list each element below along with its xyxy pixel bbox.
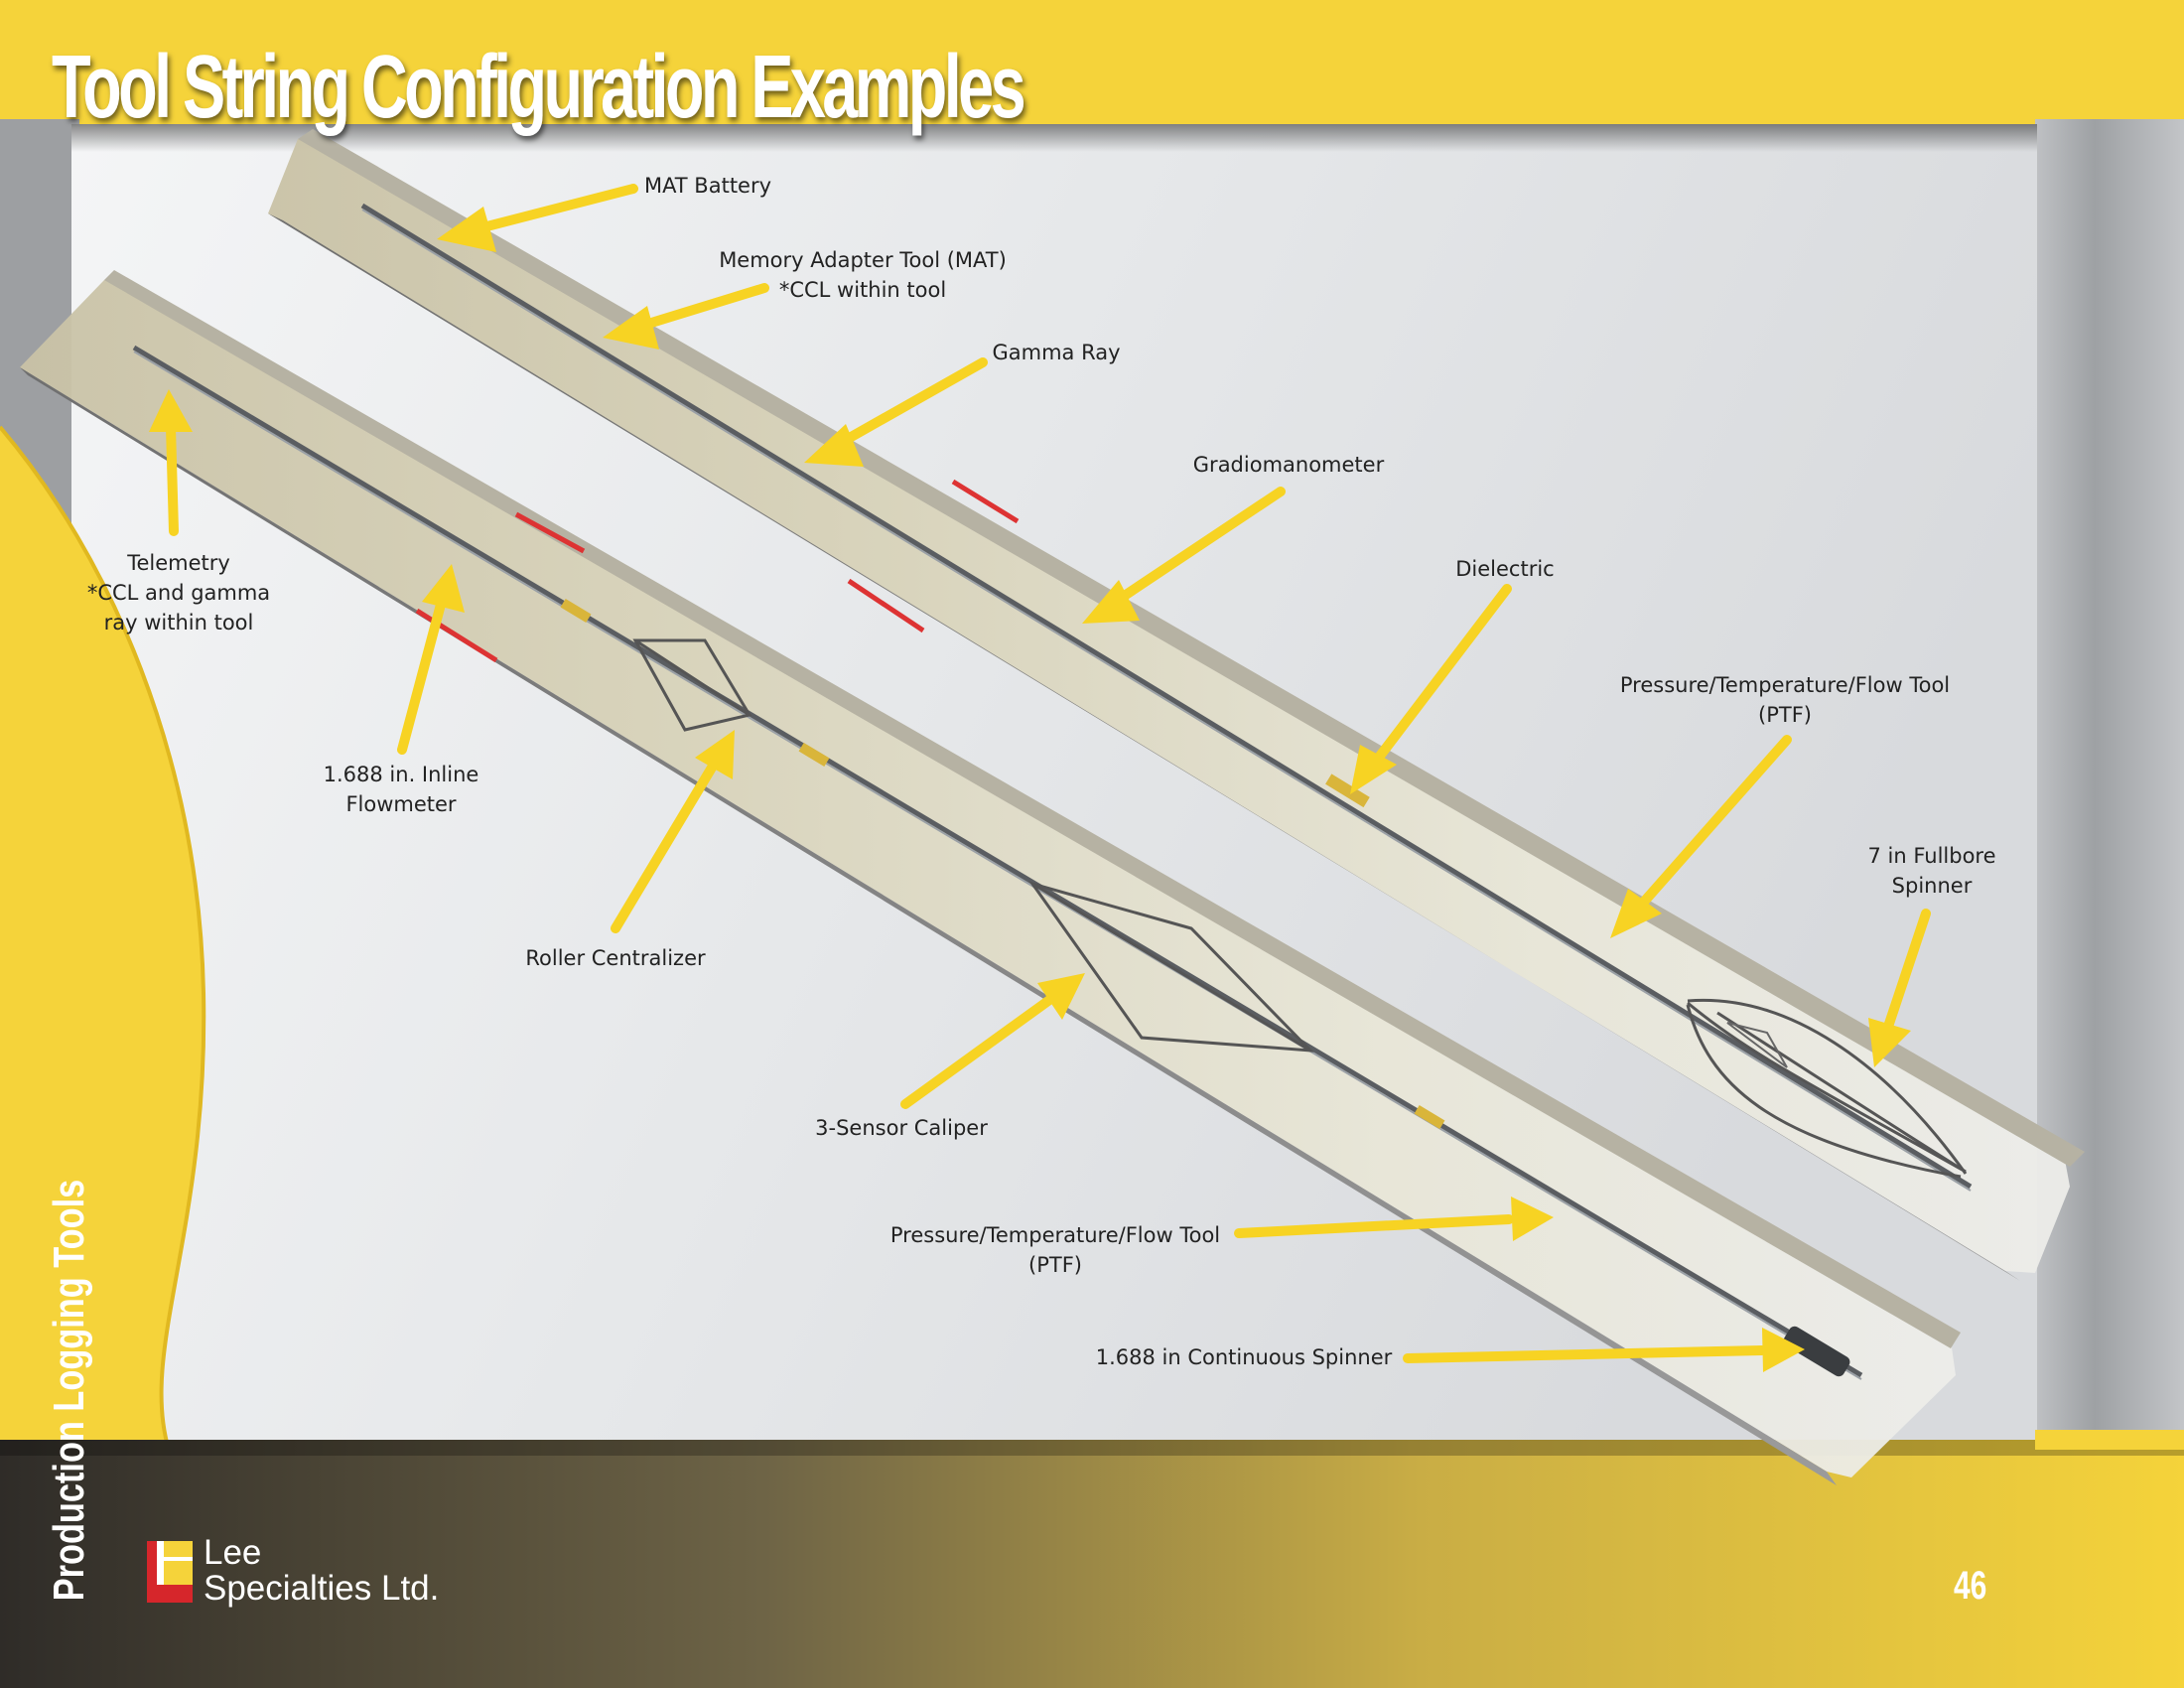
callout-line: MAT Battery (643, 174, 772, 198)
callout-roller-centralizer: Roller Centralizer (357, 943, 874, 973)
callout-line: (PTF) (1028, 1253, 1082, 1277)
callout-line: 3-Sensor Caliper (815, 1116, 988, 1140)
brand-name: Lee Specialties Ltd. (204, 1535, 439, 1607)
callout-line: Roller Centralizer (525, 946, 706, 970)
lee-logo-icon (147, 1541, 193, 1603)
callout-line: Memory Adapter Tool (MAT) (719, 248, 1007, 272)
callout-line: Pressure/Temperature/Flow Tool (889, 1223, 1221, 1247)
callout-line: Dielectric (1455, 557, 1555, 581)
callout-line: *CCL within tool (778, 278, 947, 302)
callout-line: 1.688 in Continuous Spinner (1095, 1345, 1393, 1369)
callout-memory-adapter-tool: Memory Adapter Tool (MAT) *CCL within too… (605, 245, 1121, 305)
callout-line: (PTF) (1758, 703, 1812, 727)
callout-continuous-spinner: 1.688 in Continuous Spinner (986, 1342, 1502, 1372)
callout-line: Telemetry (127, 551, 230, 575)
callout-line: 1.688 in. Inline (323, 763, 479, 786)
callout-arrows (149, 184, 1931, 1372)
callout-dielectric: Dielectric (1247, 554, 1763, 584)
callout-mat-battery: MAT Battery (450, 171, 966, 201)
page-title: Tool String Configuration Examples (52, 38, 1026, 137)
callout-telemetry: Telemetry *CCL and gamma ray within tool (0, 548, 437, 637)
section-label: Production Logging Tools (45, 1179, 93, 1602)
callout-gradiomanometer: Gradiomanometer (1030, 450, 1547, 480)
callout-line: *CCL and gamma (86, 581, 271, 605)
callout-line: ray within tool (103, 611, 254, 634)
callout-line: Pressure/Temperature/Flow Tool (1619, 673, 1951, 697)
callout-line: Spinner (1891, 874, 1973, 898)
callout-line: Flowmeter (345, 792, 457, 816)
callout-line: 7 in Fullbore (1867, 844, 1996, 868)
callout-gamma-ray: Gamma Ray (798, 338, 1314, 367)
brand-line-2: Specialties Ltd. (204, 1569, 440, 1608)
callout-ptf-top: Pressure/Temperature/Flow Tool (PTF) (1527, 670, 2043, 730)
callout-line: Gradiomanometer (1192, 453, 1385, 477)
callout-line: Gamma Ray (992, 341, 1121, 364)
page-number: 46 (1954, 1564, 1987, 1608)
callout-3-sensor-caliper: 3-Sensor Caliper (643, 1113, 1160, 1143)
brand-line-1: Lee (204, 1533, 262, 1572)
callout-ptf-bottom: Pressure/Temperature/Flow Tool (PTF) (797, 1220, 1313, 1280)
